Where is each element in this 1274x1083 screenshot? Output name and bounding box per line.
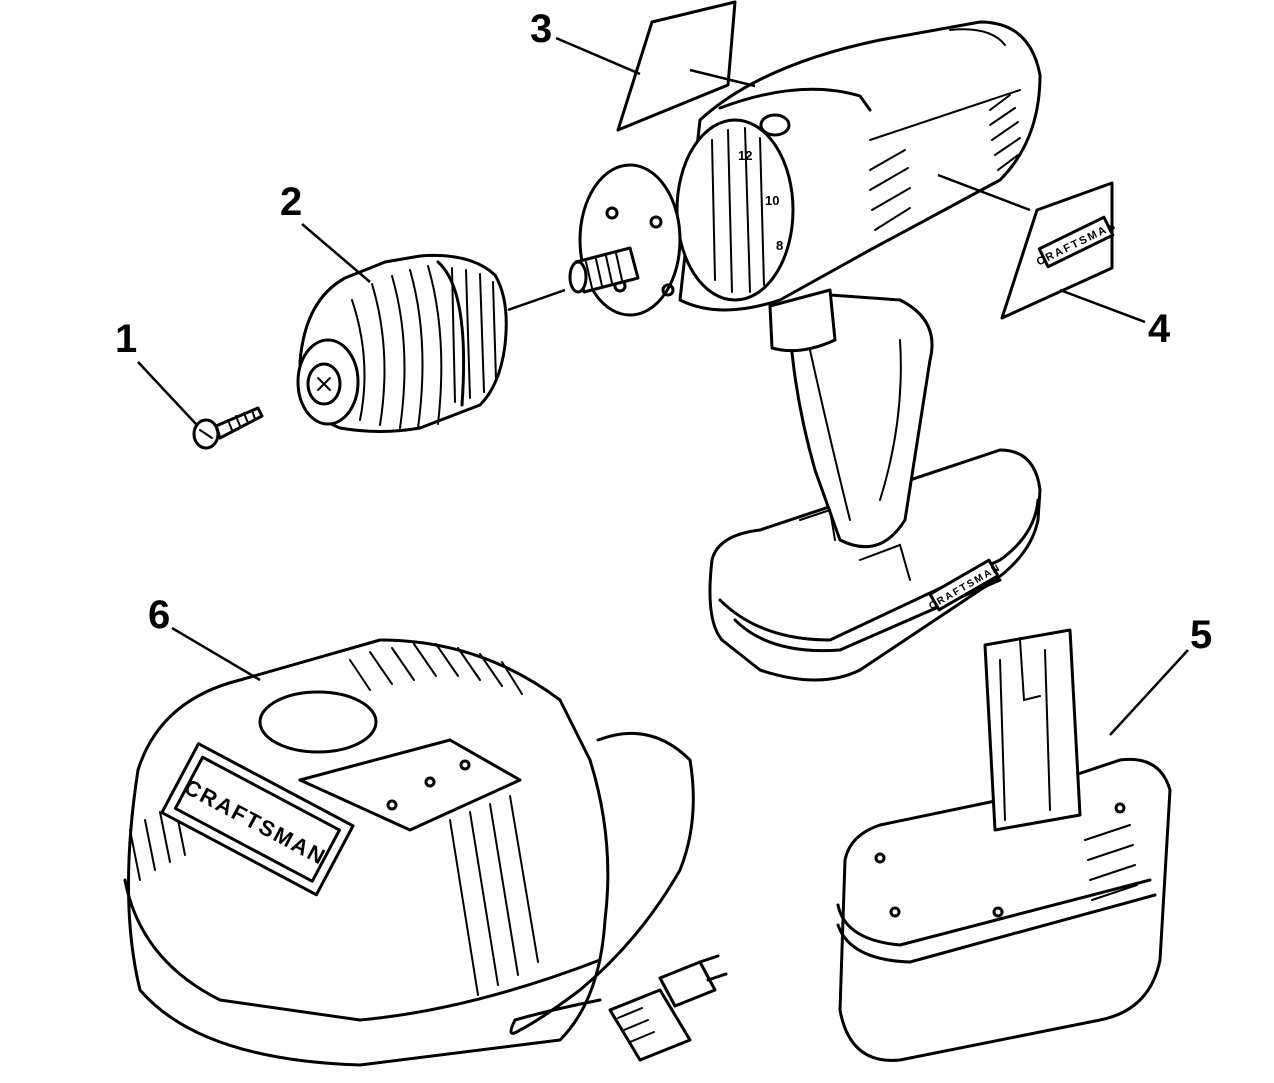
part-4-label: CRAFTSMAN [937, 173, 1119, 320]
dial-number-12: 12 [738, 148, 752, 163]
callout-3: 3 [530, 7, 641, 76]
part-3-label [616, 0, 756, 132]
svg-text:4: 4 [1148, 307, 1171, 351]
svg-text:5: 5 [1190, 613, 1212, 657]
callout-5: 5 [1109, 613, 1212, 736]
drill-body: 10 12 8 CRAFTSMAN [568, 20, 1042, 682]
svg-text:2: 2 [280, 180, 302, 224]
battery-pack-part [836, 628, 1172, 1062]
svg-text:6: 6 [148, 593, 170, 637]
charger-part: CRAFTSMAN [123, 638, 728, 1067]
dial-number-8: 8 [776, 238, 783, 253]
dial-number-10: 10 [765, 193, 779, 208]
callout-1: 1 [115, 317, 197, 425]
svg-text:1: 1 [115, 317, 137, 361]
chuck-part [296, 253, 566, 433]
svg-text:3: 3 [530, 7, 552, 51]
callout-2: 2 [280, 180, 371, 283]
callout-4: 4 [1059, 288, 1171, 351]
screw-part [192, 406, 264, 450]
callout-6: 6 [148, 593, 261, 682]
